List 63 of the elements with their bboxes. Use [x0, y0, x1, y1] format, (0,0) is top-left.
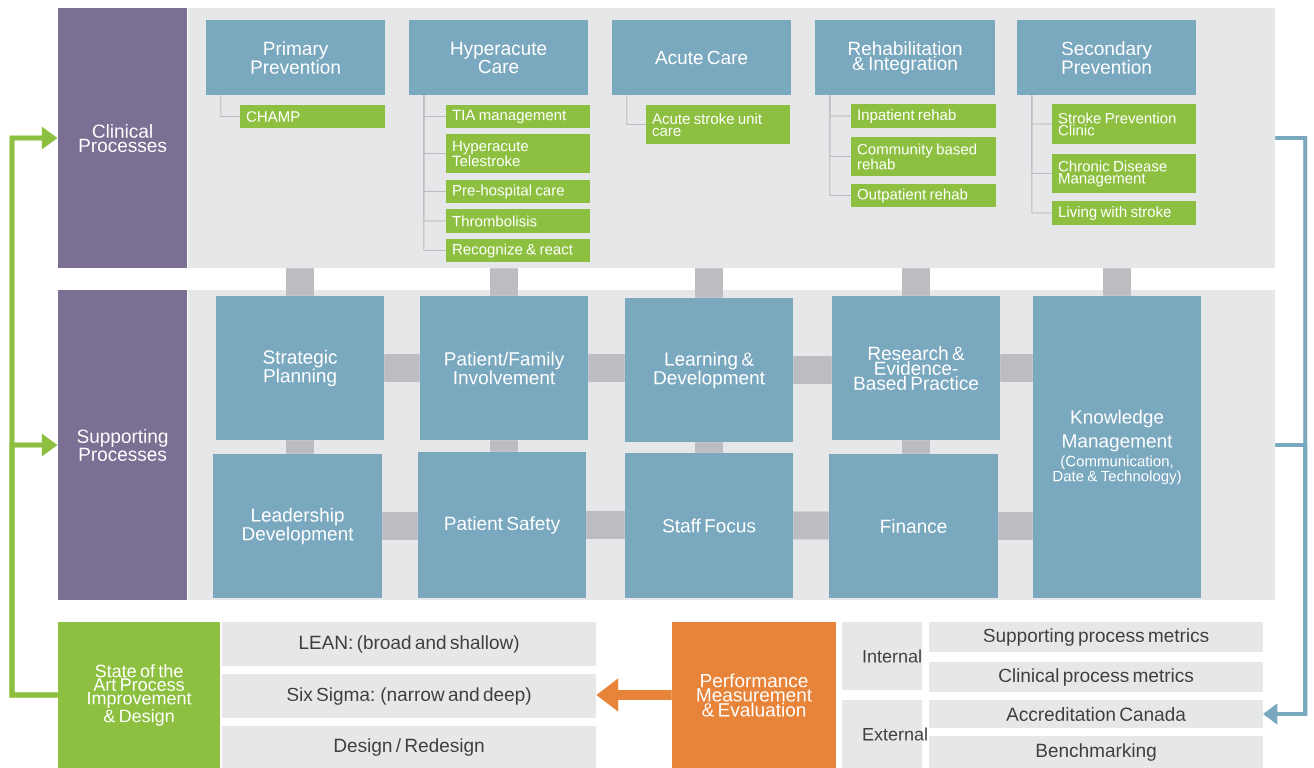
- item-box: Inpatient rehab: [851, 104, 996, 128]
- connector-block: [695, 268, 723, 298]
- connector-line: [626, 94, 647, 125]
- metric-row: Clinical process metrics: [929, 662, 1263, 692]
- item-box: Pre-hospital care: [446, 180, 590, 203]
- connector-block: [793, 511, 829, 540]
- process-box: State of the Art Process Improvement & Design: [58, 622, 220, 768]
- metric-row: Benchmarking: [929, 736, 1263, 768]
- item-box: Outpatient rehab: [851, 184, 996, 207]
- connector-block: [384, 354, 420, 382]
- item-box: Thrombolisis: [446, 209, 590, 233]
- arrow: [9, 433, 58, 698]
- metric-row: Design / Redesign: [222, 726, 596, 768]
- process-label-box: Clinical Processes: [58, 8, 187, 268]
- category-box: Rehabilitation & Integration: [815, 20, 995, 95]
- connector-line: [829, 94, 852, 196]
- category-box: Internal: [842, 622, 922, 690]
- process-box: Learning & Development: [625, 298, 793, 442]
- item-box: Stroke Prevention Clinic: [1052, 104, 1196, 144]
- category-box: Secondary Prevention: [1017, 20, 1196, 95]
- process-box: Research & Evidence-Based Practice: [832, 296, 1000, 440]
- process-box: Patient/Family Involvement: [420, 296, 588, 440]
- process-box: Strategic Planning: [216, 296, 384, 440]
- connector-block: [793, 356, 832, 384]
- category-box: Hyperacute Care: [409, 20, 588, 95]
- item-box: Living with stroke: [1052, 201, 1196, 225]
- process-box: Performance Measurement & Evaluation: [672, 622, 836, 768]
- category-box: Acute Care: [612, 20, 791, 95]
- connector-block: [382, 512, 418, 540]
- process-box: Finance: [829, 454, 998, 598]
- connector-line: [423, 94, 447, 251]
- connector-line: [220, 94, 241, 117]
- connector-block: [1000, 354, 1033, 382]
- process-box: Staff Focus: [625, 453, 793, 598]
- item-box: Community based rehab: [851, 137, 996, 176]
- item-box: Recognize & react: [446, 239, 590, 262]
- connector-block: [902, 440, 930, 454]
- item-box: TIA management: [446, 105, 590, 128]
- process-box: Patient Safety: [418, 452, 586, 598]
- metric-row: Accreditation Canada: [929, 700, 1263, 728]
- connector-block: [998, 512, 1033, 540]
- connector-block: [586, 511, 625, 539]
- process-box: Leadership Development: [213, 454, 382, 598]
- item-box: CHAMP: [240, 105, 385, 128]
- item-box: Chronic Disease Management: [1052, 154, 1196, 193]
- connector-line: [1031, 94, 1053, 214]
- item-box: Acute stroke unit care: [646, 105, 790, 144]
- connector-block: [286, 268, 314, 296]
- item-box: Hyperacute Telestroke: [446, 134, 590, 173]
- connector-block: [902, 268, 930, 296]
- process-label-box: Supporting Processes: [58, 290, 187, 600]
- metric-row: Six Sigma: (narrow and deep): [222, 674, 596, 718]
- metric-row: LEAN: (broad and shallow): [222, 622, 596, 666]
- connector-block: [1103, 268, 1131, 296]
- connector-block: [490, 440, 518, 452]
- connector-block: [695, 442, 723, 453]
- connector-block: [286, 440, 314, 454]
- category-box: Primary Prevention: [206, 20, 385, 95]
- connector-block: [588, 354, 625, 382]
- metric-row: Supporting process metrics: [929, 622, 1263, 652]
- category-box: External: [842, 700, 927, 768]
- connector-block: [490, 268, 518, 296]
- process-box: Knowledge Management (Communication, Date & Technology): [1033, 296, 1201, 598]
